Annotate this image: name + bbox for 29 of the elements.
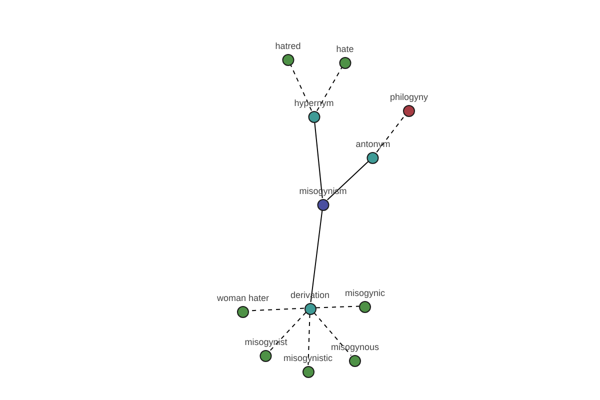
- node-label: philogyny: [390, 92, 428, 102]
- connector-line: [310, 209, 323, 303]
- connector-line: [316, 306, 360, 308]
- graph-node: [284, 352, 332, 378]
- connector-line: [376, 114, 406, 153]
- graph-node: [330, 342, 380, 366]
- connector-line: [270, 312, 306, 352]
- connector-line: [313, 312, 352, 356]
- graph-node: [275, 40, 301, 66]
- graph-node: [356, 138, 390, 164]
- graph-node: [294, 98, 334, 122]
- node-label: hate: [336, 44, 354, 54]
- graph-node: [345, 288, 385, 312]
- connector-line: [316, 66, 343, 112]
- node-label: hatred: [275, 40, 301, 52]
- node-label: antonym: [356, 138, 390, 150]
- node-label: misogynic: [345, 288, 385, 298]
- node-label: misogynist: [244, 336, 288, 348]
- node-label: hypernym: [294, 98, 334, 108]
- node-label: misogynistic: [284, 352, 332, 364]
- graph-node: [390, 92, 428, 116]
- node-label: woman hater: [216, 292, 270, 304]
- connector-line: [326, 160, 370, 200]
- connector-line: [290, 64, 312, 112]
- connector-line: [314, 121, 323, 199]
- connector-line: [308, 314, 310, 366]
- node-label: misogynous: [330, 342, 380, 352]
- graph-node: [216, 292, 270, 318]
- graph-node: [336, 44, 354, 68]
